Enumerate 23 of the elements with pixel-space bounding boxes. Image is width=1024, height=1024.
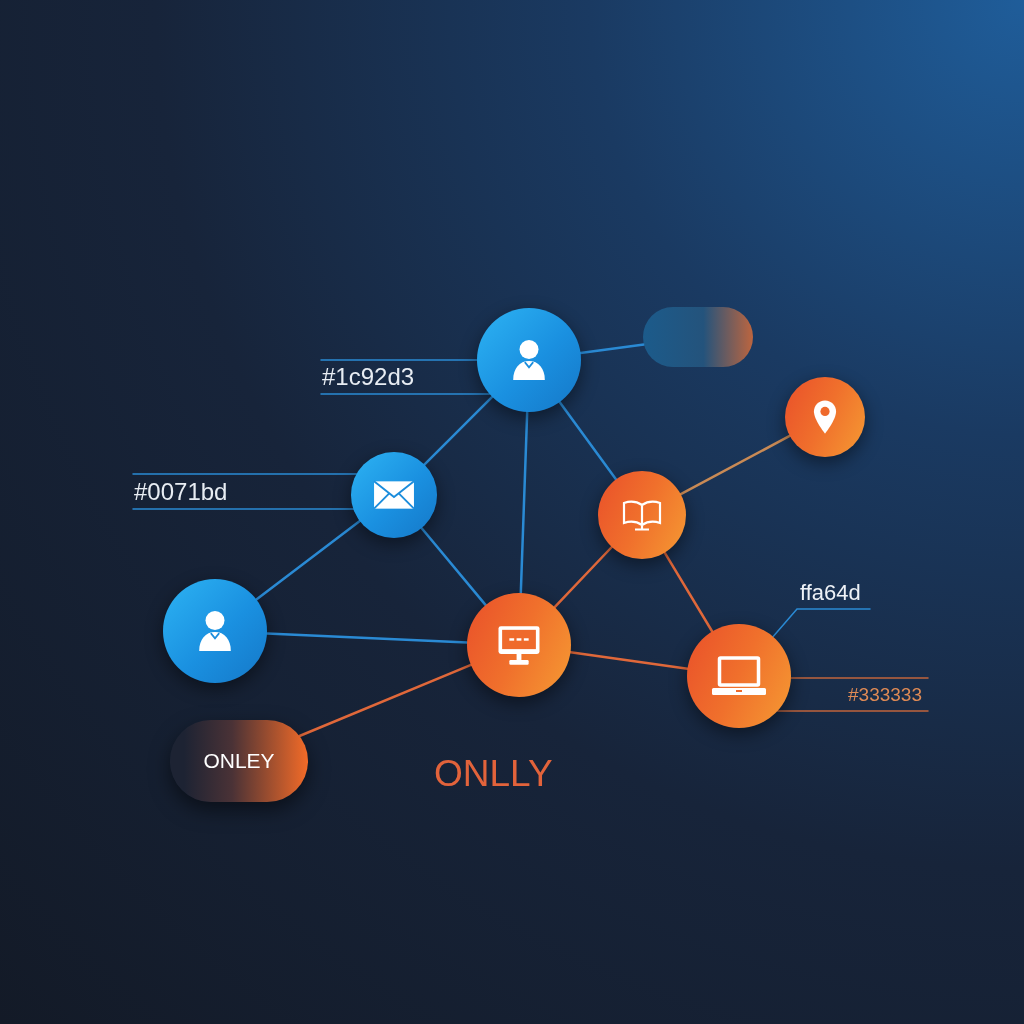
color-code-label: #333333 [832, 681, 922, 708]
connector-line [558, 400, 618, 481]
connector-line [553, 545, 614, 609]
color-code-label: #1c92d3 [322, 363, 428, 391]
connector-line [519, 410, 529, 595]
pill-node [170, 720, 308, 802]
color-code-label: ffa64d [800, 579, 870, 606]
leader-line [772, 608, 871, 638]
color-code-label: #0071bd [134, 477, 244, 506]
leader-line [132, 473, 358, 510]
connector-line [255, 519, 362, 601]
connector-line [423, 395, 494, 466]
connector-line [420, 526, 487, 607]
connector-line [663, 551, 714, 633]
leader-line [320, 359, 491, 395]
connector-line [569, 651, 689, 670]
pill-label: ONLEY [203, 748, 275, 775]
connector-line [579, 343, 646, 355]
leader-line [776, 677, 929, 712]
pill-node [643, 307, 753, 367]
caption-text: ONLLY [434, 752, 553, 796]
connector-line [679, 434, 791, 496]
connector-line [298, 663, 473, 738]
